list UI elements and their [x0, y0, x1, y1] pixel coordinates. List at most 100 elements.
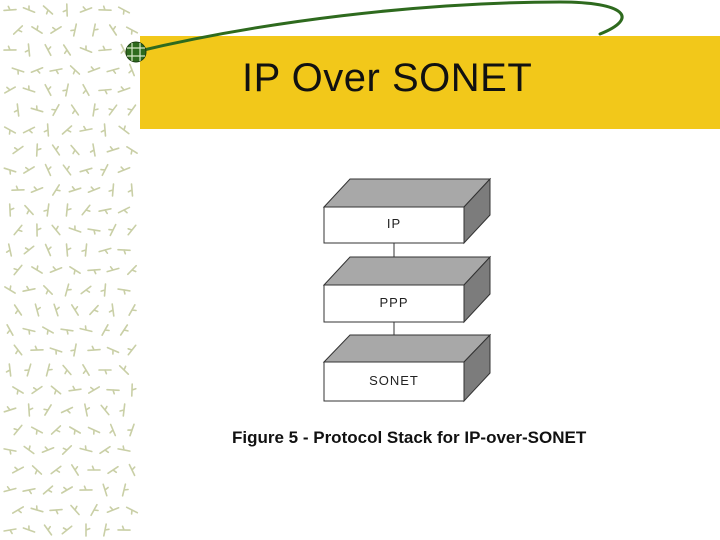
texture-mark [43, 404, 52, 416]
texture-mark [23, 166, 35, 174]
texture-mark [31, 265, 43, 274]
texture-mark [89, 143, 96, 157]
texture-mark [51, 103, 60, 117]
texture-mark [89, 304, 99, 316]
texture-mark [65, 203, 72, 217]
texture-mark [106, 67, 120, 74]
texture-mark [127, 183, 134, 197]
texture-mark [50, 26, 62, 34]
texture-mark [70, 144, 80, 156]
texture-mark [117, 6, 131, 15]
texture-mark [3, 167, 17, 175]
texture-mark [52, 184, 61, 196]
texture-mark [117, 288, 131, 295]
texture-mark [22, 5, 36, 13]
texture-mark [87, 465, 101, 471]
texture-mark [3, 528, 17, 535]
texture-mark [107, 465, 119, 475]
texture-mark [80, 285, 92, 295]
texture-mark [8, 203, 15, 217]
texture-mark [30, 105, 44, 113]
texture-mark [23, 445, 35, 455]
texture-mark [85, 523, 91, 537]
texture-mark [13, 264, 23, 276]
title-band [140, 36, 720, 129]
texture-mark [13, 103, 20, 117]
texture-mark [117, 445, 131, 452]
texture-mark [117, 166, 131, 174]
texture-mark [49, 508, 63, 515]
texture-mark [99, 445, 111, 455]
texture-mark [31, 25, 43, 34]
texture-mark [50, 385, 62, 395]
texture-mark [69, 65, 81, 75]
texture-mark [30, 426, 44, 435]
texture-mark [98, 369, 112, 375]
texture-mark [106, 388, 120, 395]
texture-mark [53, 303, 60, 317]
texture-mark [65, 243, 72, 257]
texture-mark [127, 423, 135, 437]
texture-mark [42, 485, 54, 495]
texture-mark [50, 465, 62, 475]
texture-mark [11, 185, 25, 191]
texture-mark [106, 506, 120, 513]
texture-mark [22, 85, 36, 93]
texture-mark [88, 386, 100, 394]
texture-mark [11, 466, 25, 474]
texture-mark [127, 104, 137, 116]
texture-mark [87, 228, 101, 235]
texture-mark [92, 23, 99, 37]
texture-mark [128, 463, 136, 477]
texture-mark [87, 268, 101, 275]
texture-mark [49, 266, 63, 273]
texture-mark [70, 104, 80, 116]
texture-mark [87, 426, 101, 435]
texture-mark [22, 488, 36, 495]
texture-mark [30, 67, 44, 74]
layer-label-ip: IP [386, 216, 402, 231]
decorative-texture-strip [3, 3, 139, 537]
texture-mark [22, 525, 36, 533]
texture-mark [69, 266, 81, 275]
texture-mark [106, 346, 120, 355]
texture-mark [12, 145, 24, 155]
texture-mark [24, 43, 31, 57]
texture-mark [84, 403, 91, 417]
texture-mark [79, 125, 93, 132]
texture-mark [61, 525, 73, 535]
texture-mark [62, 164, 72, 176]
texture-mark [71, 464, 79, 476]
texture-mark [34, 303, 41, 317]
texture-mark [61, 486, 73, 494]
texture-mark [100, 283, 107, 297]
texture-mark [6, 324, 14, 336]
texture-mark [126, 146, 138, 155]
texture-mark [23, 245, 35, 255]
texture-mark [36, 223, 42, 237]
texture-mark [101, 324, 110, 336]
texture-mark [51, 224, 61, 236]
texture-mark [127, 224, 137, 236]
texture-mark [87, 186, 101, 193]
texture-mark [125, 26, 139, 35]
texture-mark [106, 266, 120, 273]
texture-mark [79, 6, 93, 13]
texture-mark [79, 485, 93, 491]
texture-mark [3, 486, 17, 493]
texture-mark [87, 345, 101, 352]
texture-mark [42, 326, 54, 335]
texture-mark [5, 243, 13, 257]
texture-mark [62, 83, 69, 97]
texture-mark [49, 68, 63, 75]
texture-mark [3, 448, 17, 455]
texture-mark [100, 404, 110, 416]
texture-mark [5, 363, 12, 377]
texture-mark [100, 163, 109, 177]
texture-mark [64, 283, 72, 297]
texture-mark [30, 186, 44, 193]
texture-mark [45, 363, 53, 377]
texture-mark [117, 248, 131, 255]
texture-mark [128, 63, 135, 77]
